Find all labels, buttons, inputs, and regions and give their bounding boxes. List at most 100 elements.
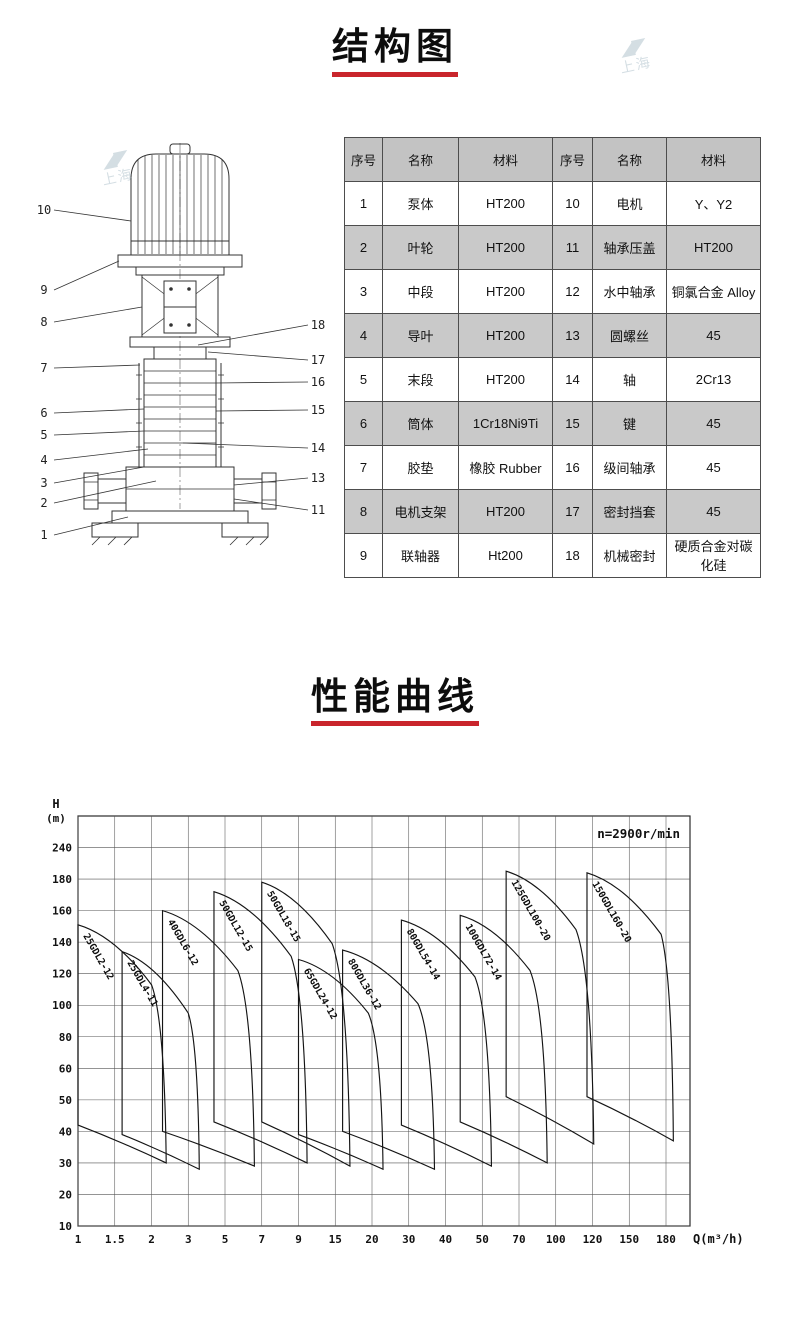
table-cell: 15 bbox=[552, 400, 593, 446]
table-cell: 轴承压盖 bbox=[592, 224, 667, 270]
table-cell: Ht200 bbox=[458, 532, 553, 578]
x-axis-tick-label: 3 bbox=[185, 1233, 192, 1246]
column-header: 序号 bbox=[552, 136, 593, 182]
table-cell: HT200 bbox=[458, 224, 553, 270]
y-axis-tick-label: 240 bbox=[52, 842, 72, 855]
column-header: 材料 bbox=[666, 136, 761, 182]
table-cell: 8 bbox=[344, 488, 383, 534]
callout-number: 16 bbox=[311, 375, 325, 389]
curve-label: 80GDL36-12 bbox=[345, 957, 383, 1012]
x-axis-tick-label: 2 bbox=[148, 1233, 155, 1246]
column-header: 序号 bbox=[344, 136, 383, 182]
y-axis-tick-label: 30 bbox=[59, 1157, 72, 1170]
table-cell: 轴 bbox=[592, 356, 667, 402]
speed-annotation: n=2900r/min bbox=[597, 826, 680, 841]
title-underline bbox=[311, 721, 479, 727]
table-cell: 电机支架 bbox=[382, 488, 459, 534]
foot-right bbox=[221, 522, 269, 538]
table-cell: HT200 bbox=[458, 312, 553, 358]
title-underline bbox=[332, 71, 458, 77]
base-plate bbox=[111, 510, 249, 524]
y-axis-tick-label: 100 bbox=[52, 999, 72, 1012]
pump-curve bbox=[121, 950, 200, 1171]
x-axis-tick-label: 70 bbox=[512, 1233, 525, 1246]
pump-curve bbox=[400, 919, 493, 1168]
callout-number: 14 bbox=[311, 441, 325, 455]
column-header: 材料 bbox=[458, 136, 553, 182]
x-axis-tick-label: 15 bbox=[329, 1233, 342, 1246]
foot-left bbox=[91, 522, 139, 538]
stage-ribs bbox=[144, 370, 216, 455]
pump-curve bbox=[342, 949, 436, 1171]
y-axis-unit: (m) bbox=[46, 812, 66, 825]
table-cell: 键 bbox=[592, 400, 667, 446]
table-cell: HT200 bbox=[666, 224, 761, 270]
y-axis-title: H bbox=[52, 797, 59, 811]
suction-pipe bbox=[98, 478, 126, 504]
table-cell: 筒体 bbox=[382, 400, 459, 446]
x-axis-tick-label: 1 bbox=[75, 1233, 82, 1246]
callout-leader bbox=[233, 477, 309, 485]
curve-label: 25GDL2-12 bbox=[80, 932, 115, 982]
table-cell: HT200 bbox=[458, 180, 553, 226]
table-cell: 泵体 bbox=[382, 180, 459, 226]
callout-leader bbox=[53, 430, 145, 435]
table-cell: 橡胶 Rubber bbox=[458, 444, 553, 490]
table-cell: 1 bbox=[344, 180, 383, 226]
pump-curve bbox=[459, 914, 548, 1164]
pump-curve bbox=[586, 872, 674, 1142]
table-cell: 45 bbox=[666, 400, 761, 446]
callout-leader bbox=[197, 324, 309, 345]
table-cell: 7 bbox=[344, 444, 383, 490]
table-cell: 13 bbox=[552, 312, 593, 358]
table-cell: 密封挡套 bbox=[592, 488, 667, 534]
callout-number: 4 bbox=[40, 453, 47, 467]
table-cell: 6 bbox=[344, 400, 383, 446]
table-cell: 末段 bbox=[382, 356, 459, 402]
table-cell: 2Cr13 bbox=[666, 356, 761, 402]
table-cell: HT200 bbox=[458, 356, 553, 402]
table-cell: 45 bbox=[666, 444, 761, 490]
x-axis-tick-label: 9 bbox=[295, 1233, 302, 1246]
curve-label: 65GDL24-12 bbox=[301, 967, 339, 1022]
table-cell: 水中轴承 bbox=[592, 268, 667, 314]
structure-section-header: 结构图 bbox=[0, 26, 790, 77]
callout-number: 15 bbox=[311, 403, 325, 417]
ground-hatch bbox=[91, 536, 269, 545]
page-title-structure: 结构图 bbox=[332, 26, 458, 67]
performance-section-header: 性能曲线 bbox=[0, 676, 790, 727]
pump-curve bbox=[297, 958, 384, 1171]
x-axis-tick-label: 50 bbox=[476, 1233, 489, 1246]
column-header: 名称 bbox=[382, 136, 459, 182]
callout-leader bbox=[53, 260, 120, 290]
callout-number: 18 bbox=[311, 318, 325, 332]
x-axis-tick-label: 40 bbox=[439, 1233, 452, 1246]
pump-curve bbox=[213, 891, 308, 1164]
x-axis-title: Q(m³/h) bbox=[693, 1232, 744, 1246]
table-cell: 电机 bbox=[592, 180, 667, 226]
table-cell: 叶轮 bbox=[382, 224, 459, 270]
callout-leader bbox=[215, 381, 309, 383]
callout-number: 2 bbox=[40, 496, 47, 510]
y-axis-tick-label: 10 bbox=[59, 1220, 72, 1233]
table-cell: 18 bbox=[552, 532, 593, 578]
table-cell: 机械密封 bbox=[592, 532, 667, 578]
callout-number: 8 bbox=[40, 315, 47, 329]
column-header: 名称 bbox=[592, 136, 667, 182]
pump-curve bbox=[77, 924, 167, 1164]
callout-number: 17 bbox=[311, 353, 325, 367]
motor-body bbox=[130, 153, 230, 256]
callout-number: 6 bbox=[40, 406, 47, 420]
callout-number: 1 bbox=[40, 528, 47, 542]
callout-leader bbox=[53, 364, 141, 368]
callout-number: 11 bbox=[311, 503, 325, 517]
curve-label: 80GDL54-14 bbox=[404, 927, 442, 982]
